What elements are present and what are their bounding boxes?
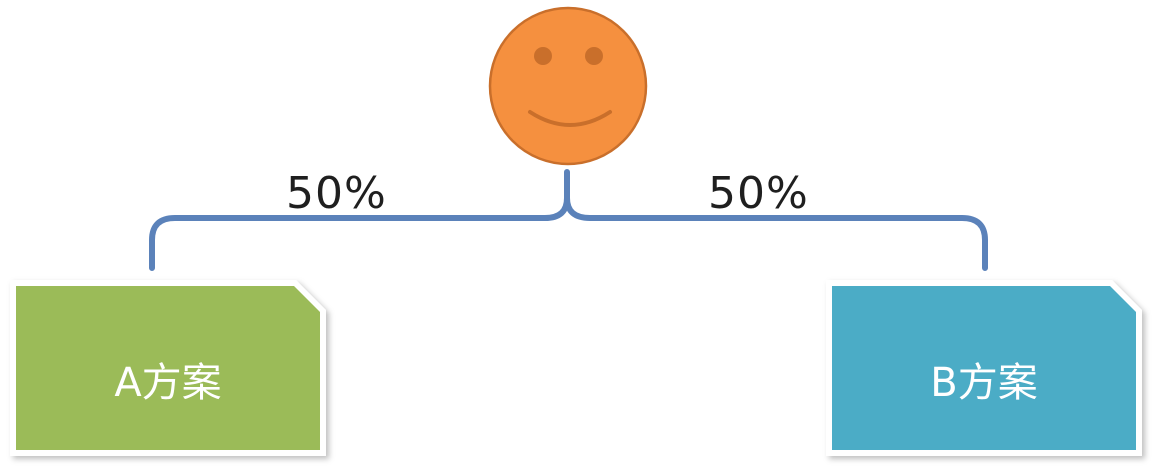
smile-mouth — [528, 110, 612, 127]
smiley-face-icon — [488, 6, 648, 166]
right-split-percentage: 50% — [708, 168, 809, 219]
option-b-label: B方案 — [930, 360, 1038, 406]
option-a-label: A方案 — [114, 360, 222, 406]
option-b-card — [826, 280, 1142, 456]
left-split-percentage: 50% — [286, 168, 387, 219]
left-eye — [534, 47, 552, 65]
right-eye — [585, 47, 603, 65]
option-a-card — [10, 280, 326, 456]
split-bracket — [149, 169, 988, 271]
